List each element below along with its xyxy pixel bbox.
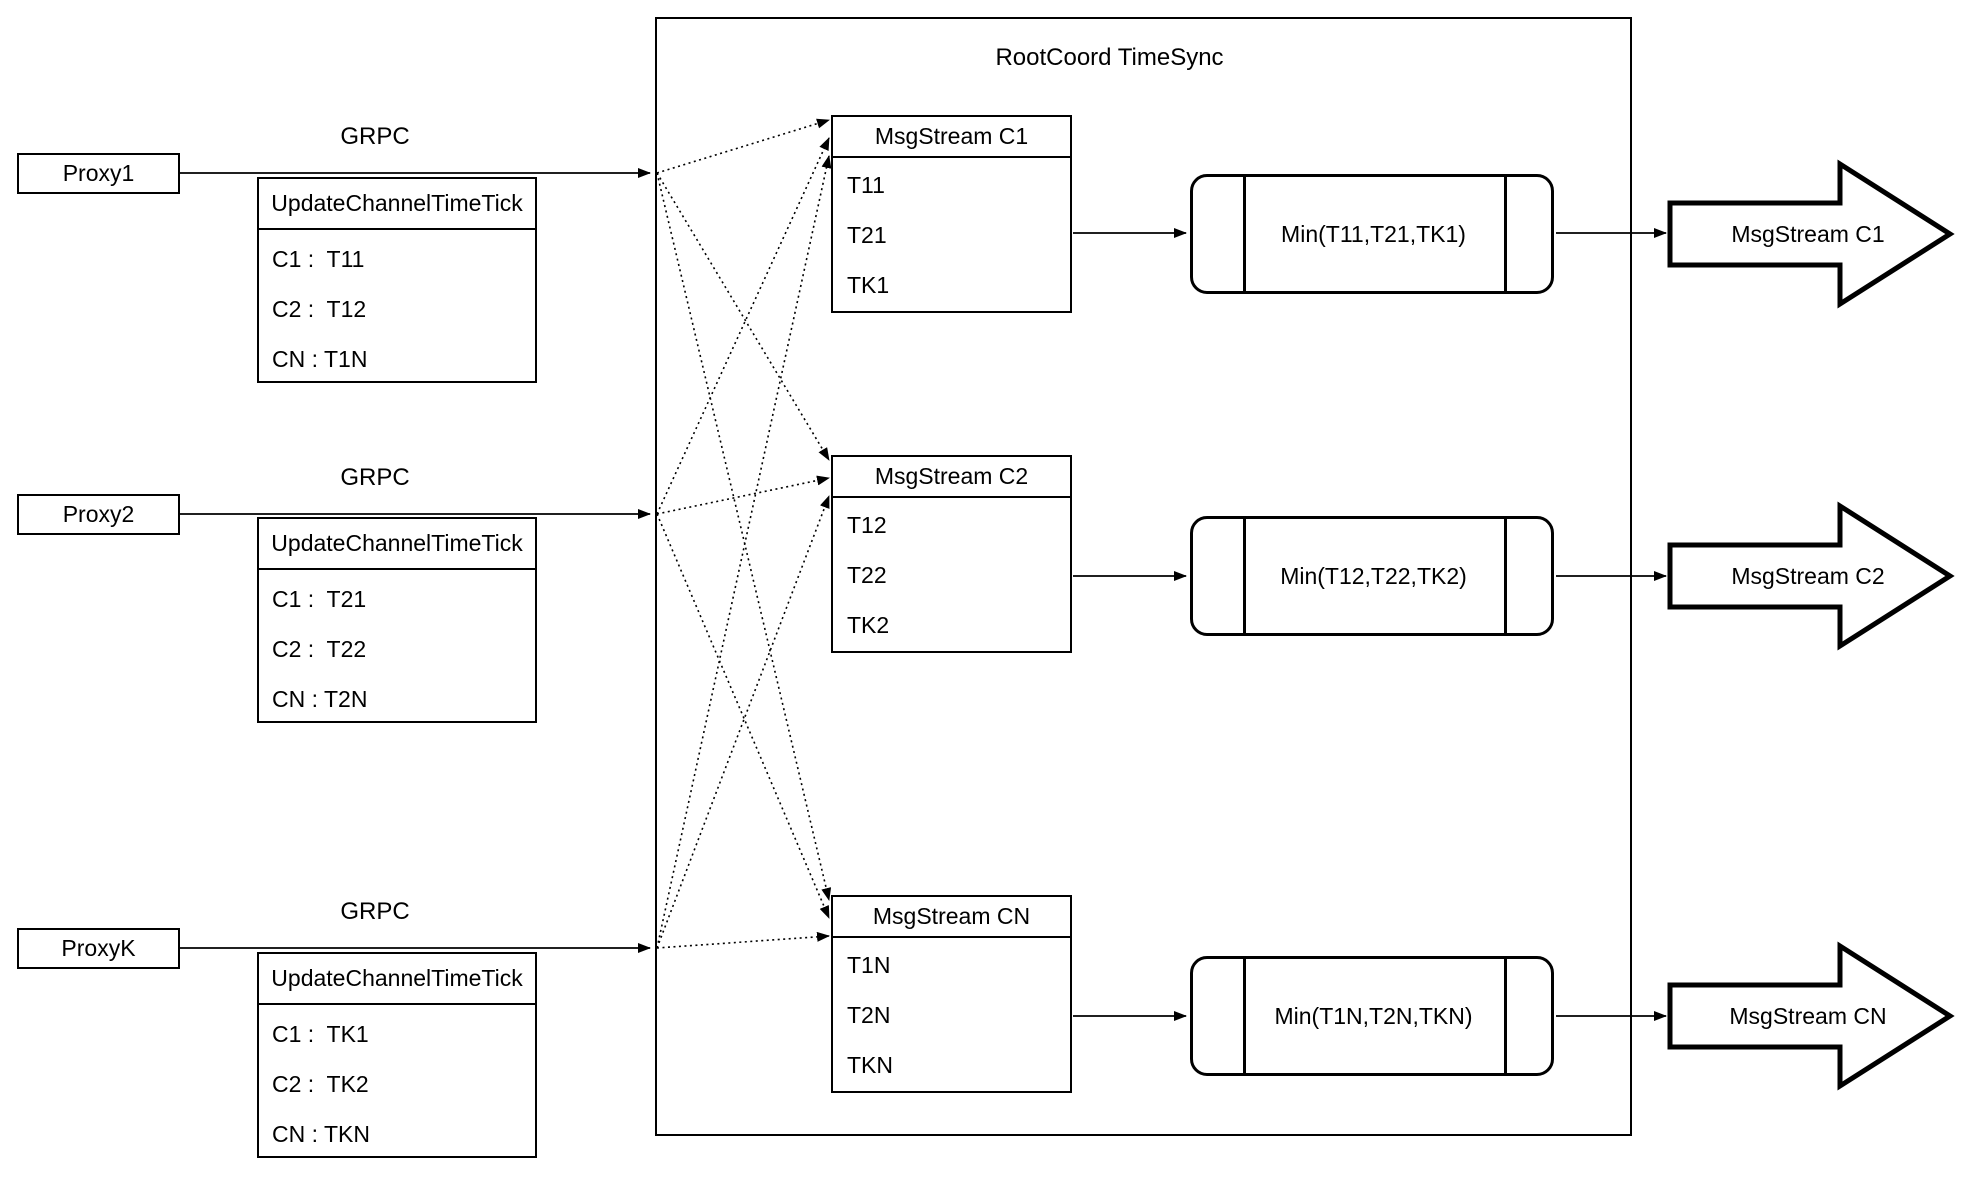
msgstream-c2-box: MsgStream C2 T12 T22 TK2 <box>831 455 1072 653</box>
msgstream-c1-box: MsgStream C1 T11 T21 TK1 <box>831 115 1072 313</box>
fanout-connector-pk-cn <box>656 931 830 949</box>
rootcoord-timesync-container: RootCoord TimeSync <box>655 17 1632 1136</box>
timetick-table-3-row-cn: CN : TKN <box>272 1120 370 1147</box>
msgstream-cn-tick-2: TKN <box>847 1051 893 1078</box>
timetick-table-1-row-c2: C2 : T12 <box>272 295 367 322</box>
grpc-label-2: GRPC <box>340 464 410 491</box>
fanout-connector-p1-cn <box>656 172 832 901</box>
timetick-table-2-row-c1: C1 : T21 <box>272 585 367 612</box>
proxy2-label: Proxy2 <box>62 501 135 527</box>
min-box-c1-label: Min(T11,T21,TK1) <box>1281 220 1466 247</box>
msgstream-c2-tick-1: T22 <box>847 561 887 588</box>
fanout-connector-p1-c1 <box>656 118 830 174</box>
timetick-table-1-header: UpdateChannelTimeTick <box>259 179 535 230</box>
min-box-c1-left-divider <box>1243 177 1246 291</box>
output-arrow-c1-label: MsgStream C1 <box>1731 220 1885 247</box>
timetick-table-3-row-c1: C1 : TK1 <box>272 1020 369 1047</box>
timetick-table-1-row-cn: CN : T1N <box>272 345 368 372</box>
msgstream-c1-tick-2: TK1 <box>847 271 890 298</box>
proxy2-box: Proxy2 <box>17 494 180 535</box>
output-arrow-shape-1 <box>1667 159 1955 309</box>
output-arrow-shape-2 <box>1667 501 1955 651</box>
msgstream-cn-header: MsgStream CN <box>833 897 1070 938</box>
fanout-connector-pk-c2 <box>656 495 830 949</box>
msgstream-cn-tick-1: T2N <box>847 1001 891 1028</box>
msgstream-c1-header: MsgStream C1 <box>833 117 1070 158</box>
min-box-c2-left-divider <box>1243 519 1246 633</box>
grpc-label-1: GRPC <box>340 123 410 150</box>
timetick-table-3-header: UpdateChannelTimeTick <box>259 954 535 1005</box>
msgstream-cn-box: MsgStream CN T1N T2N TKN <box>831 895 1072 1093</box>
proxyk-box: ProxyK <box>17 928 180 969</box>
output-arrow-cn-label: MsgStream CN <box>1729 1002 1887 1029</box>
msgstream-c1-tick-0: T11 <box>847 171 885 198</box>
output-arrow-shape-3 <box>1667 941 1955 1091</box>
min-box-c2: Min(T12,T22,TK2) <box>1190 516 1554 636</box>
timetick-table-1-row-c1: C1 : T11 <box>272 245 365 272</box>
timetick-table-2: UpdateChannelTimeTick C1 : T21 C2 : T22 … <box>257 517 537 723</box>
timetick-table-2-header: UpdateChannelTimeTick <box>259 519 535 570</box>
proxyk-label: ProxyK <box>61 935 136 961</box>
msgstream-c2-header: MsgStream C2 <box>833 457 1070 498</box>
timetick-table-2-row-cn: CN : T2N <box>272 685 368 712</box>
output-arrow-c2-label: MsgStream C2 <box>1731 562 1885 589</box>
min-box-c2-label: Min(T12,T22,TK2) <box>1280 562 1467 589</box>
fanout-connector-p1-c2 <box>656 172 830 461</box>
min-box-cn-label: Min(T1N,T2N,TKN) <box>1274 1002 1473 1029</box>
timetick-table-1: UpdateChannelTimeTick C1 : T11 C2 : T12 … <box>257 177 537 383</box>
proxy1-box: Proxy1 <box>17 153 180 194</box>
fanout-connector-p2-c2 <box>656 475 830 515</box>
msgstream-c2-tick-0: T12 <box>847 511 887 538</box>
msgstream-cn-tick-0: T1N <box>847 951 891 978</box>
timetick-table-2-row-c2: C2 : T22 <box>272 635 367 662</box>
min-box-c1: Min(T11,T21,TK1) <box>1190 174 1554 294</box>
min-box-c1-right-divider <box>1504 177 1507 291</box>
grpc-label-3: GRPC <box>340 898 410 925</box>
min-box-cn-right-divider <box>1504 959 1507 1073</box>
fanout-connector-p2-c1 <box>656 137 830 515</box>
rootcoord-timesync-title: RootCoord TimeSync <box>995 44 1224 71</box>
timetick-table-3: UpdateChannelTimeTick C1 : TK1 C2 : TK2 … <box>257 952 537 1158</box>
min-box-cn-left-divider <box>1243 959 1246 1073</box>
fanout-connector-p2-cn <box>656 513 830 919</box>
msgstream-c1-tick-1: T21 <box>847 221 887 248</box>
msgstream-c2-tick-2: TK2 <box>847 611 890 638</box>
fanout-connector-pk-c1 <box>656 155 832 949</box>
min-box-c2-right-divider <box>1504 519 1507 633</box>
min-box-cn: Min(T1N,T2N,TKN) <box>1190 956 1554 1076</box>
proxy1-label: Proxy1 <box>62 160 135 186</box>
timetick-table-3-row-c2: C2 : TK2 <box>272 1070 369 1097</box>
